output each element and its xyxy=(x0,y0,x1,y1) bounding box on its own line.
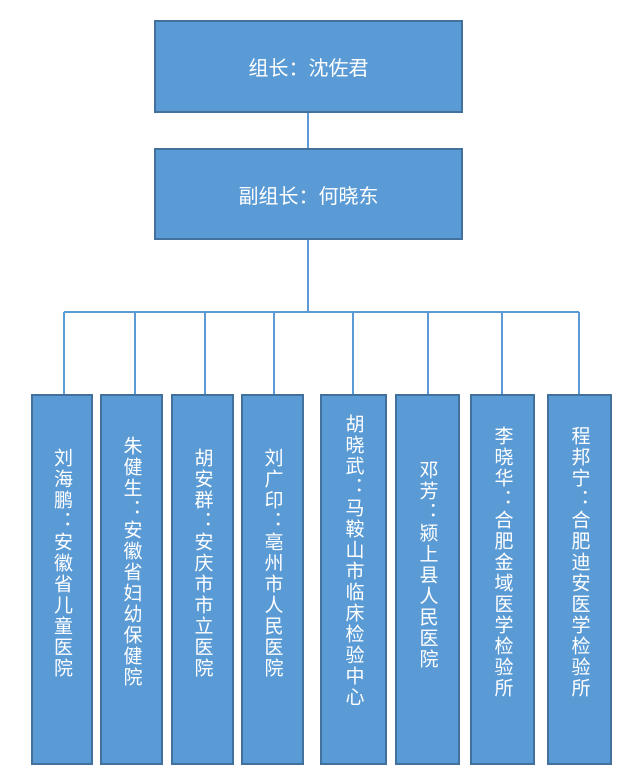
member-box-4: 刘广印：亳州市人民医院 xyxy=(241,394,304,765)
member-label-5: 胡晓武：马鞍山市临床检验中心 xyxy=(342,414,365,708)
leader-label: 组长：沈佐君 xyxy=(248,56,369,80)
member-box-7: 李晓华：合肥金域医学检验所 xyxy=(470,394,535,765)
member-box-8: 程邦宁：合肥迪安医学检验所 xyxy=(547,394,612,765)
member-label-3: 胡安群：安庆市市立医院 xyxy=(191,448,214,679)
member-box-1: 刘海鹏：安徽省儿童医院 xyxy=(31,394,93,765)
leader-box: 组长：沈佐君 xyxy=(154,20,463,113)
deputy-label: 副组长：何晓东 xyxy=(238,183,379,208)
deputy-box: 副组长：何晓东 xyxy=(154,148,463,240)
member-label-4: 刘广印：亳州市人民医院 xyxy=(261,448,284,679)
member-box-2: 朱健生：安徽省妇幼保健院 xyxy=(100,394,163,765)
member-label-6: 邓芳：颍上县人民医院 xyxy=(416,460,439,670)
member-box-6: 邓芳：颍上县人民医院 xyxy=(395,394,460,765)
member-label-2: 朱健生：安徽省妇幼保健院 xyxy=(120,436,143,688)
member-box-3: 胡安群：安庆市市立医院 xyxy=(171,394,234,765)
member-label-8: 程邦宁：合肥迪安医学检验所 xyxy=(568,426,591,699)
member-label-1: 刘海鹏：安徽省儿童医院 xyxy=(51,448,73,679)
member-box-5: 胡晓武：马鞍山市临床检验中心 xyxy=(320,394,387,765)
member-label-7: 李晓华：合肥金域医学检验所 xyxy=(491,426,514,699)
